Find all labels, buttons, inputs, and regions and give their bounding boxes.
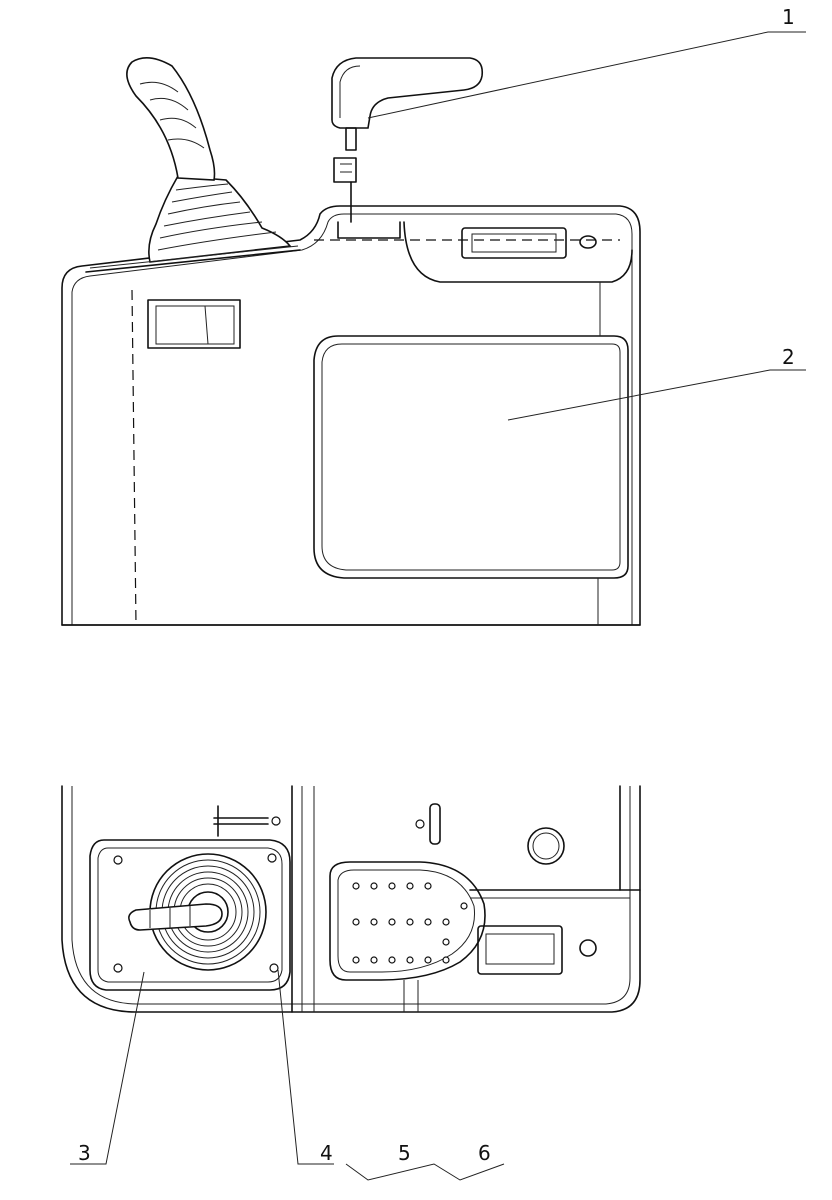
side-panel-inner [321, 343, 621, 571]
callout-5: 5 [398, 1141, 411, 1165]
callout-6: 6 [478, 1141, 491, 1165]
callout-4: 4 [320, 1141, 333, 1165]
mount-screw-tl [113, 855, 123, 865]
step-recess [337, 221, 401, 239]
slot-feature [429, 803, 441, 845]
leader-5-6 [345, 1163, 505, 1181]
round-knob [527, 827, 565, 865]
throttle-handle [331, 57, 484, 223]
armrest-pad [329, 861, 486, 981]
callout-3: 3 [78, 1141, 91, 1165]
leader-1 [367, 31, 806, 119]
side-pocket [403, 221, 633, 283]
leader-4 [277, 969, 334, 1165]
handle-stem [345, 127, 357, 151]
armrest-perforations [352, 882, 468, 964]
centre-line-left [131, 289, 137, 626]
leader-3 [70, 971, 145, 1165]
lower-knob [579, 939, 597, 957]
console-body-outline [61, 205, 641, 626]
joystick-base-plate [85, 249, 301, 273]
joystick-grip [126, 57, 216, 181]
upper-switch-inner [471, 233, 557, 253]
side-view [61, 31, 806, 626]
leader-2 [507, 369, 806, 421]
rocker-switch [147, 299, 241, 349]
plan-outline [61, 785, 641, 1013]
handle-clip [333, 157, 357, 183]
upper-switch [461, 227, 567, 259]
mount-screw-br [269, 963, 279, 973]
joystick-plan [128, 853, 267, 971]
plan-view [61, 785, 641, 1181]
side-panel [313, 335, 629, 579]
plan-inner [71, 786, 631, 1005]
mount-plate [89, 839, 291, 991]
callout-2: 2 [782, 345, 795, 369]
mount-screw-tr [267, 853, 277, 863]
console-inner-edge [71, 213, 633, 625]
joystick-grip-plan [128, 903, 223, 931]
upper-knob [579, 235, 597, 249]
lower-switch [477, 925, 563, 975]
latch-pin [213, 805, 269, 837]
callout-1: 1 [782, 5, 795, 29]
joystick-side [85, 57, 301, 273]
mount-screw-bl [113, 963, 123, 973]
rocker-switch-inner [155, 305, 235, 345]
handle-grip [331, 57, 484, 129]
rocker-split [204, 305, 209, 345]
joystick-boot [148, 175, 292, 263]
